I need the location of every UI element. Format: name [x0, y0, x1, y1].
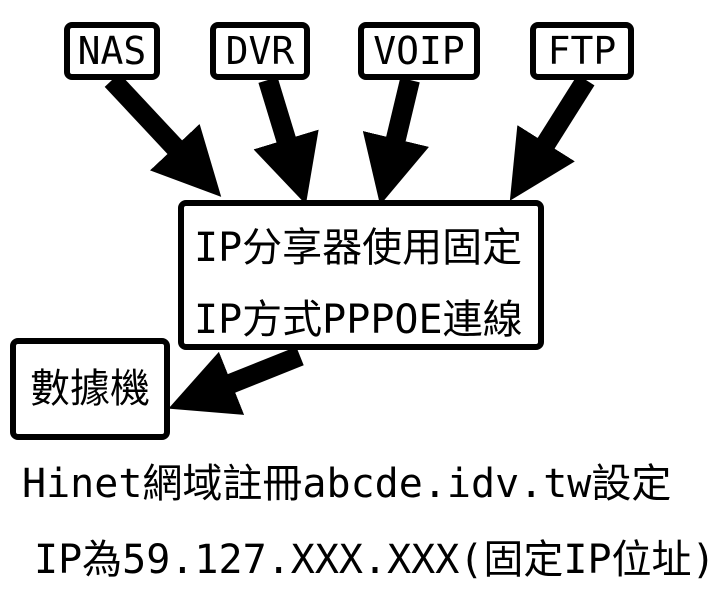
- arrow-nas-to-router: [104, 73, 222, 197]
- modem-box: 數據機: [10, 338, 170, 440]
- caption-line-2: IP為59.127.XXX.XXX(固定IP位址): [34, 537, 716, 583]
- device-dvr: DVR: [210, 22, 310, 80]
- modem-label: 數據機: [30, 366, 150, 412]
- arrow-router-to-modem: [168, 346, 304, 415]
- device-ftp: FTP: [530, 22, 634, 80]
- device-label: DVR: [225, 29, 295, 73]
- arrow-voip-to-router: [362, 77, 429, 206]
- router-line-1: IP分享器使用固定: [194, 225, 523, 271]
- caption-line-1: Hinet網域註冊abcde.idv.tw設定: [22, 461, 672, 507]
- device-label: NAS: [77, 29, 147, 73]
- arrow-dvr-to-router: [253, 77, 319, 205]
- device-nas: NAS: [64, 22, 160, 80]
- device-label: VOIP: [373, 29, 465, 73]
- router-box: IP分享器使用固定 IP方式PPPOE連線: [178, 200, 544, 350]
- router-line-2: IP方式PPPOE連線: [194, 297, 523, 343]
- device-voip: VOIP: [358, 22, 480, 80]
- arrow-ftp-to-router: [509, 74, 595, 201]
- device-label: FTP: [547, 29, 617, 73]
